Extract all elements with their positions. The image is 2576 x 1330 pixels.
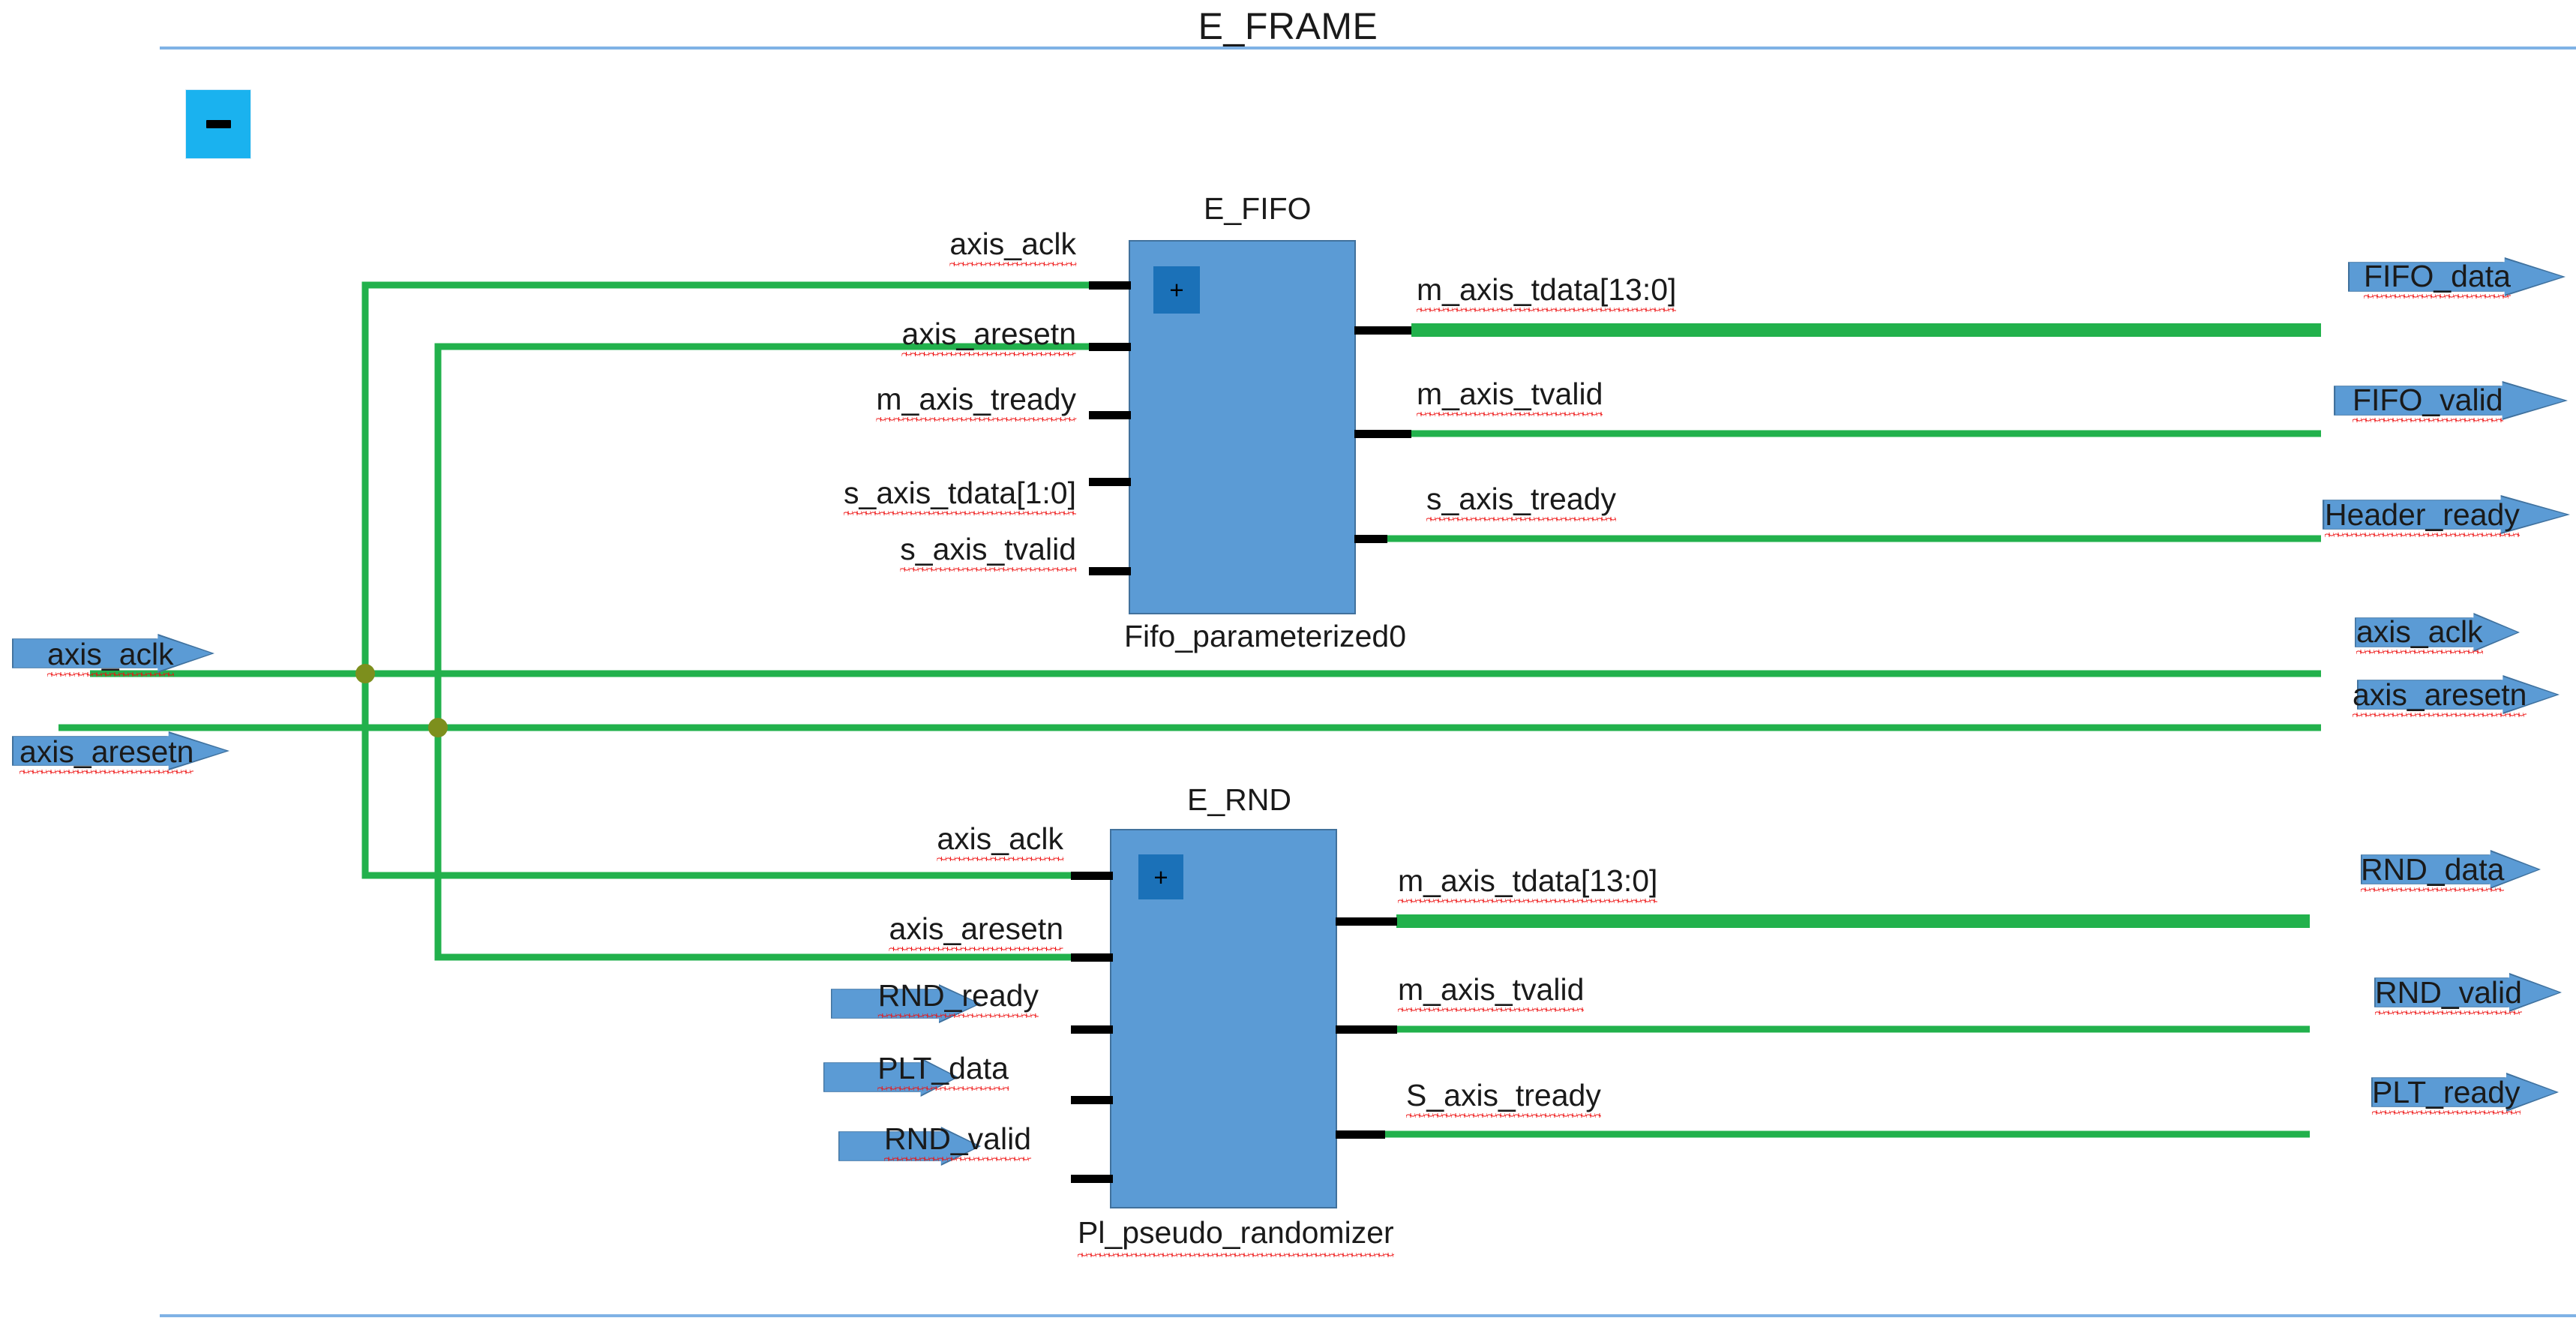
port-label-fifo-in-0: axis_aclk <box>949 227 1076 266</box>
port-stub-fifo-in-3 <box>1089 478 1131 486</box>
input-port-axis-aclk[interactable] <box>12 634 214 673</box>
output-port-label-fifo-valid: FIFO_valid <box>2353 383 2503 422</box>
plus-icon[interactable]: + <box>1138 854 1183 899</box>
port-label-fifo-in-3: s_axis_tdata[1:0] <box>844 476 1076 515</box>
plus-icon[interactable]: + <box>1153 266 1200 314</box>
port-label-rnd-in-1: axis_aresetn <box>889 911 1064 951</box>
output-port-plt-ready[interactable] <box>2371 1073 2559 1112</box>
collapse-button[interactable] <box>185 89 251 159</box>
port-stub-rnd-in-2 <box>1071 1025 1113 1034</box>
block-subtitle-rnd: Pl_pseudo_randomizer <box>1078 1215 1394 1257</box>
block-title-rnd: E_RND <box>1187 782 1291 817</box>
output-port-label-rnd-data: RND_data <box>2361 852 2505 892</box>
input-port-axis-aresetn[interactable] <box>12 731 229 770</box>
page-title: E_FRAME <box>1198 5 1378 47</box>
port-label-fifo-in-2: m_axis_tready <box>876 382 1076 422</box>
port-label-rnd-out-2: S_axis_tready <box>1406 1078 1601 1118</box>
block-e-fifo[interactable]: + <box>1129 240 1356 614</box>
port-label-rnd-out-0: m_axis_tdata[13:0] <box>1398 863 1658 903</box>
block-subtitle-fifo: Fifo_parameterized0 <box>1124 619 1407 653</box>
port-stub-fifo-out-1 <box>1354 430 1411 438</box>
port-label-rnd-in-3: PLT_data <box>877 1051 1009 1091</box>
output-port-rnd-data[interactable] <box>2361 850 2541 889</box>
port-label-rnd-in-4: RND_valid <box>884 1121 1031 1161</box>
output-port-label-fifo-data: FIFO_data <box>2364 259 2511 299</box>
block-title-fifo: E_FIFO <box>1204 191 1312 226</box>
output-port-label-axis-aclk: axis_aclk <box>2356 614 2483 654</box>
port-stub-fifo-in-1 <box>1089 343 1131 351</box>
port-stub-fifo-in-0 <box>1089 281 1131 290</box>
input-port-label-axis-aclk: axis_aclk <box>47 637 174 677</box>
top-divider <box>160 47 2576 50</box>
output-port-rnd-valid[interactable] <box>2374 973 2562 1012</box>
output-port-fifo-data[interactable] <box>2348 257 2566 296</box>
output-port-axis-aclk[interactable] <box>2355 613 2520 652</box>
output-port-axis-aresetn[interactable] <box>2357 675 2560 714</box>
port-stub-fifo-out-2 <box>1354 535 1387 543</box>
port-stub-rnd-out-2 <box>1336 1130 1385 1139</box>
port-label-rnd-in-0: axis_aclk <box>937 821 1063 861</box>
wire-junction-aclk <box>355 664 375 683</box>
port-label-rnd-out-1: m_axis_tvalid <box>1398 972 1585 1012</box>
output-port-header-ready[interactable] <box>2323 495 2570 534</box>
port-stub-fifo-in-2 <box>1089 411 1131 419</box>
wire-junction-aresetn <box>428 718 448 737</box>
port-label-fifo-in-1: axis_aresetn <box>901 317 1077 356</box>
port-stub-rnd-in-3 <box>1071 1096 1113 1104</box>
minus-icon <box>205 120 231 128</box>
output-port-fifo-valid[interactable] <box>2334 381 2568 420</box>
port-label-fifo-out-2: s_axis_tready <box>1426 482 1616 521</box>
port-stub-rnd-in-4 <box>1071 1175 1113 1183</box>
port-label-fifo-in-4: s_axis_tvalid <box>900 532 1076 572</box>
port-stub-rnd-out-1 <box>1336 1025 1397 1034</box>
output-port-label-plt-ready: PLT_ready <box>2372 1075 2521 1115</box>
block-e-rnd[interactable]: + <box>1110 829 1337 1208</box>
port-label-fifo-out-1: m_axis_tvalid <box>1417 377 1603 416</box>
input-port-label-axis-aresetn: axis_aresetn <box>19 734 194 774</box>
port-label-fifo-out-0: m_axis_tdata[13:0] <box>1417 272 1677 312</box>
bottom-divider <box>160 1314 2576 1317</box>
port-stub-fifo-out-0 <box>1354 326 1411 335</box>
port-stub-rnd-in-0 <box>1071 872 1113 880</box>
output-port-label-header-ready: Header_ready <box>2325 497 2520 537</box>
port-stub-rnd-out-0 <box>1336 917 1397 926</box>
output-port-label-rnd-valid: RND_valid <box>2375 975 2522 1015</box>
port-label-rnd-in-2: RND_ready <box>877 978 1039 1018</box>
port-stub-rnd-in-1 <box>1071 953 1113 962</box>
output-port-label-axis-aresetn: axis_aresetn <box>2353 677 2527 717</box>
port-stub-fifo-in-4 <box>1089 567 1131 575</box>
